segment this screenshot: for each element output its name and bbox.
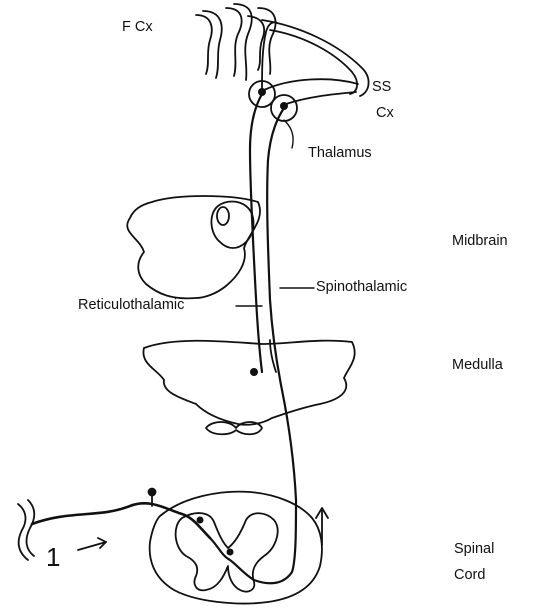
spinal-label: Spinal (454, 542, 494, 557)
medulla-section (143, 341, 354, 435)
midbrain-label: Midbrain (452, 234, 508, 249)
ss-label: SS (372, 80, 391, 95)
spinothalamic-label: Spinothalamic (316, 280, 407, 295)
reticulothalamic-label: Reticulothalamic (78, 298, 184, 313)
neuron-number-label: 1 (46, 544, 60, 570)
synaptic-terminals (197, 88, 289, 556)
leader-lines (236, 120, 314, 306)
medulla-label: Medulla (452, 358, 503, 373)
ss-cortex-label: Cx (376, 106, 394, 121)
ss-projection-upper (264, 79, 358, 90)
reticulothalamic-tract (250, 94, 262, 372)
midbrain-section (127, 196, 260, 298)
spinothalamic-tract (210, 108, 296, 583)
frontal-cortex-label: F Cx (122, 20, 153, 35)
thalamus-label: Thalamus (308, 146, 372, 161)
cord-label: Cord (454, 568, 485, 583)
